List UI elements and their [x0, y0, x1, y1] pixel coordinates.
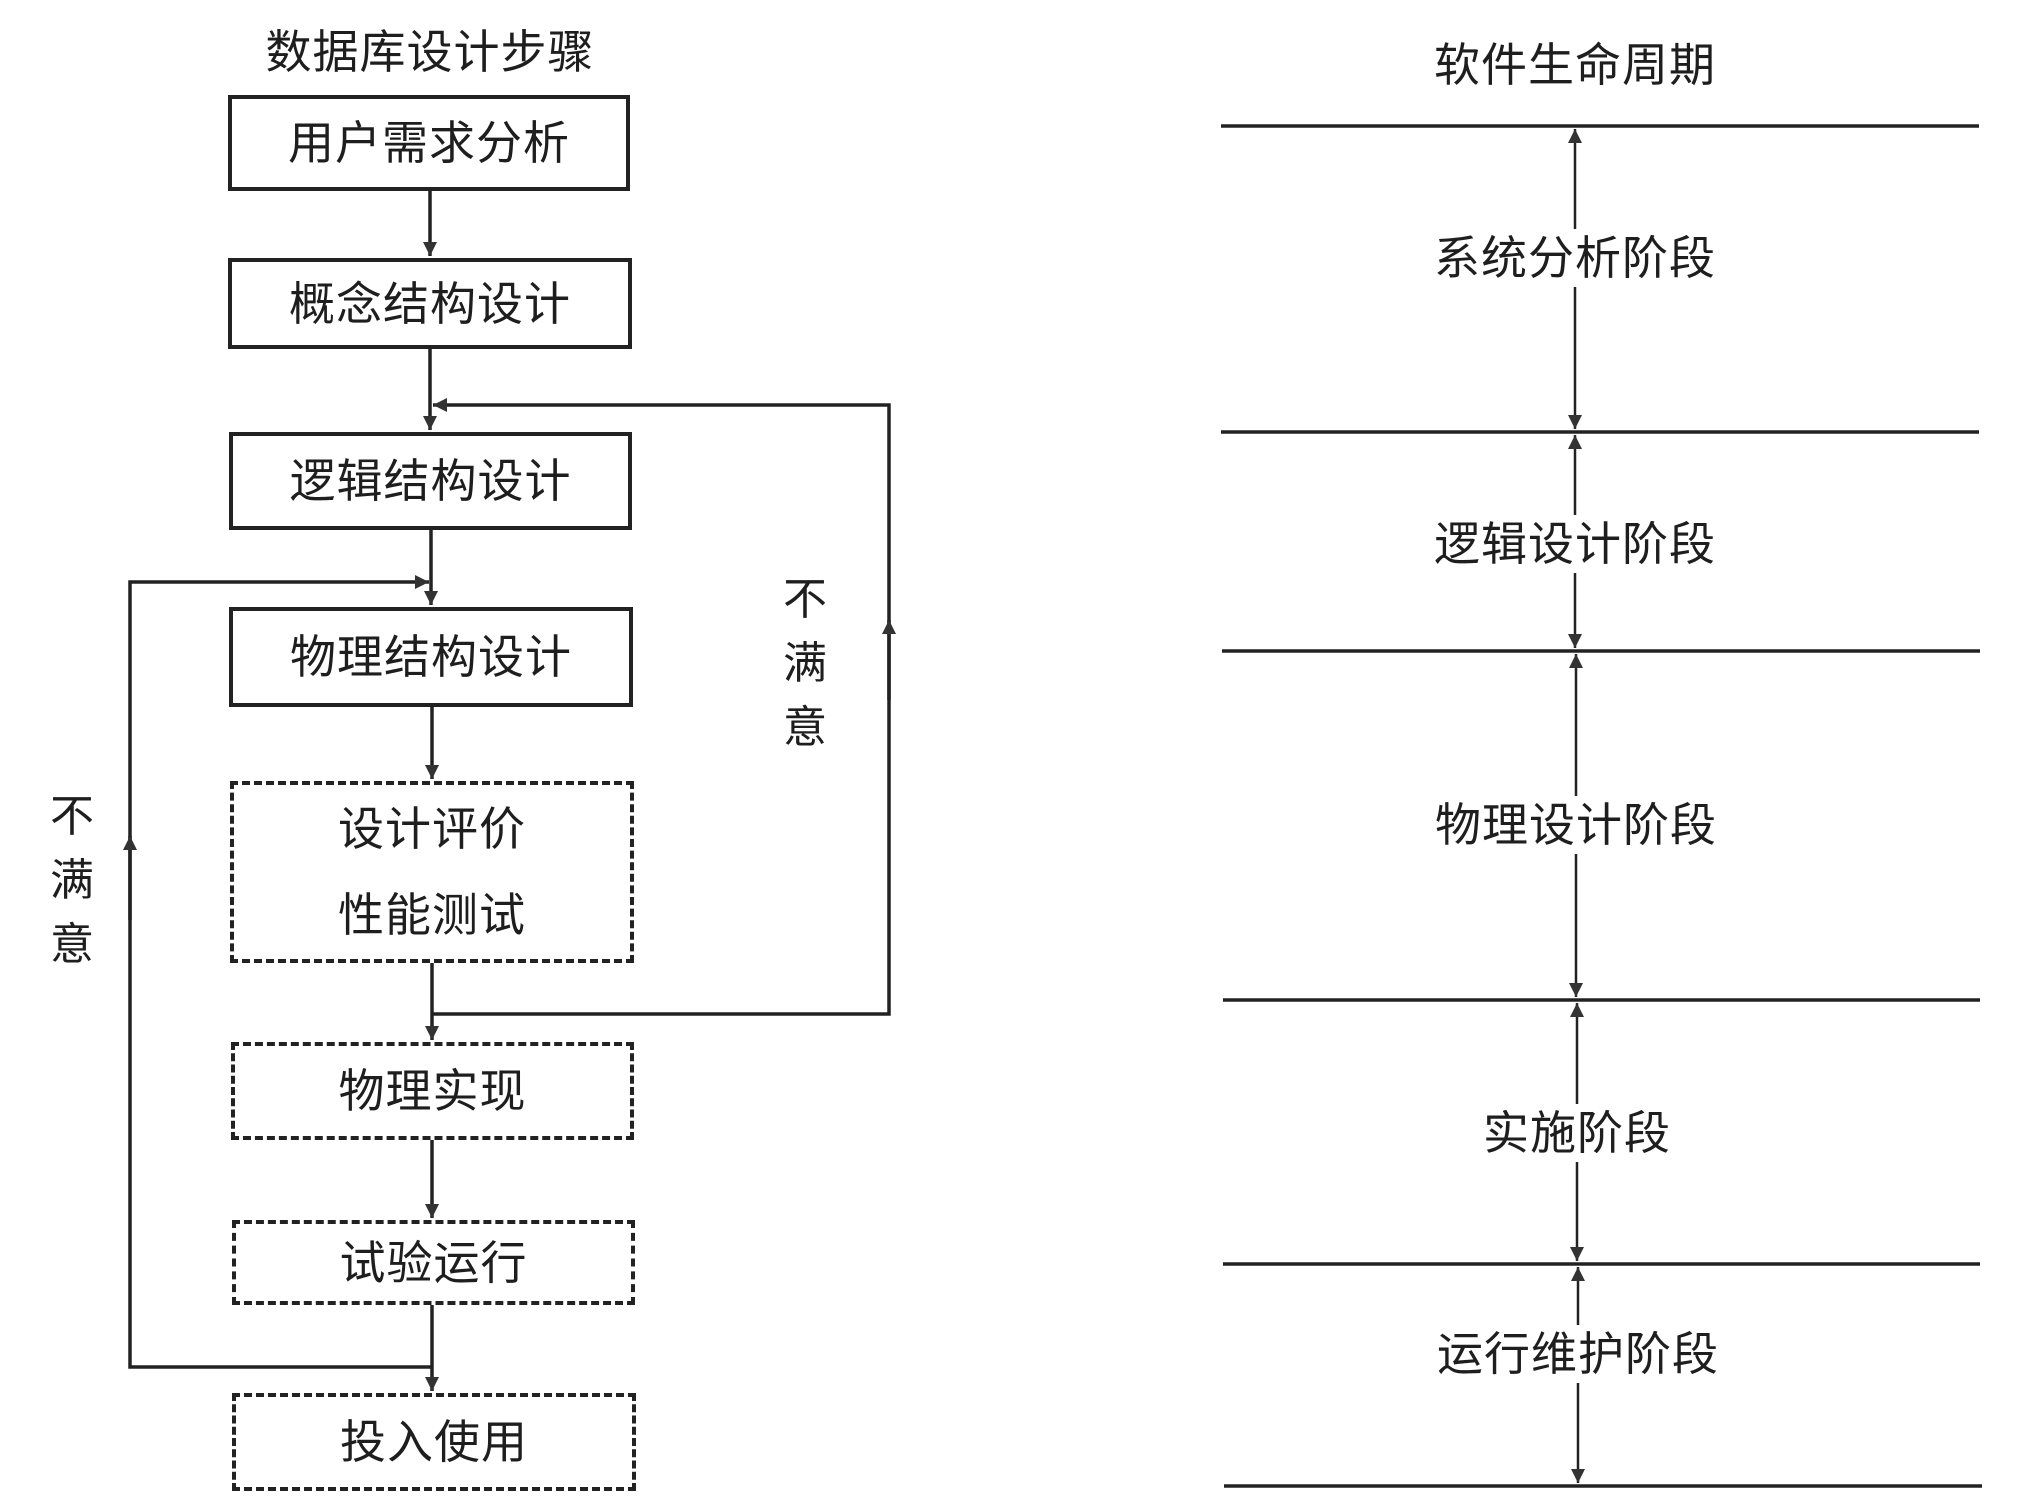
step-physical-design: 物理结构设计	[229, 607, 633, 707]
step-label-line2: 性能测试	[338, 888, 526, 942]
step-label: 逻辑结构设计	[289, 454, 572, 508]
feedback-char: 满	[50, 854, 94, 906]
step-label: 投入使用	[340, 1415, 528, 1469]
stage-implementation: 实施阶段	[1479, 1104, 1675, 1162]
step-label-line1: 设计评价	[338, 802, 526, 856]
stage-system-analysis: 系统分析阶段	[1430, 229, 1720, 287]
step-label: 试验运行	[339, 1235, 528, 1290]
feedback-loop-right	[432, 398, 891, 1016]
feedback-char: 不	[783, 574, 827, 625]
step-physical-implementation: 物理实现	[231, 1042, 634, 1140]
stage-logical-design: 逻辑设计阶段	[1430, 515, 1720, 573]
step-evaluation-testing: 设计评价 性能测试	[230, 781, 634, 963]
feedback-char: 意	[50, 918, 94, 970]
step-put-into-use: 投入使用	[232, 1393, 636, 1491]
step-logical-design: 逻辑结构设计	[229, 432, 632, 530]
stage-operation-maintenance: 运行维护阶段	[1433, 1325, 1723, 1383]
feedback-label-right: 不 满 意	[783, 568, 827, 759]
feedback-char: 满	[783, 637, 827, 689]
step-label: 物理结构设计	[290, 630, 572, 684]
feedback-loop-left	[128, 575, 432, 1369]
software-lifecycle-title: 软件生命周期	[1434, 38, 1716, 92]
stage-physical-design: 物理设计阶段	[1431, 796, 1721, 854]
step-requirements-analysis: 用户需求分析	[228, 95, 630, 191]
step-label: 用户需求分析	[288, 116, 570, 170]
feedback-label-left: 不 满 意	[50, 785, 94, 976]
step-trial-run: 试验运行	[232, 1220, 635, 1305]
step-conceptual-design: 概念结构设计	[228, 258, 632, 349]
step-label: 物理实现	[338, 1064, 527, 1118]
feedback-char: 不	[50, 791, 94, 842]
db-design-steps-title: 数据库设计步骤	[265, 25, 595, 79]
step-label: 概念结构设计	[289, 276, 571, 331]
feedback-char: 意	[783, 701, 827, 753]
